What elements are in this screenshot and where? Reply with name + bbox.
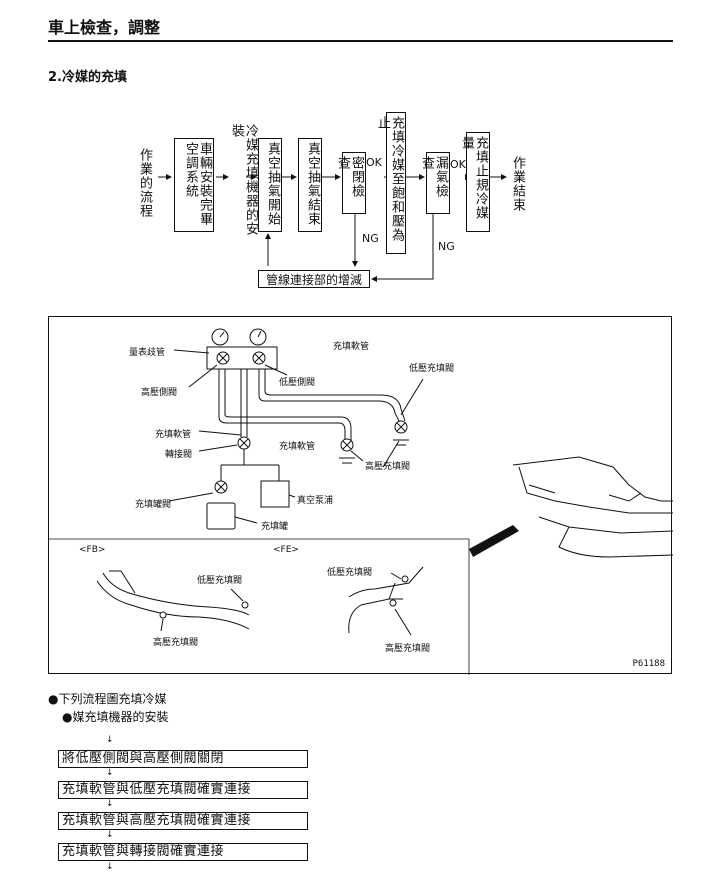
label-gauge-manifold: 量表歧管 (129, 348, 166, 358)
page-header: 車上檢查，調整 (48, 8, 673, 42)
arrow-down-icon: ↓ (106, 768, 114, 778)
procedure-step-3: 充填軟管與高壓充填閥確實連接 (58, 812, 308, 830)
arrow-down-icon: ↓ (106, 735, 114, 745)
procedure-step-4: 充填軟管與轉接閥確實連接 (58, 843, 308, 861)
flow-step-7: 漏氣檢查 (419, 152, 450, 214)
flow-step-1: 車輛安裝完畢空調系統 (174, 138, 214, 232)
figure-ref-code: P61188 (632, 659, 665, 669)
label-charge-hose-left: 充填軟管 (155, 430, 192, 440)
label-fe-high: 高壓充填閥 (385, 644, 431, 654)
note-bullet-2: ●媒充填機器的安裝 (62, 710, 169, 724)
flow-step-5: 密閉檢查 (335, 152, 366, 214)
flow-step-6: 充填冷媒至飽和壓為止 (375, 112, 406, 254)
label-vacuum-pump: 真空泵浦 (297, 496, 334, 506)
flow-step-8: 充填止規冷媒量 (459, 132, 490, 232)
flow-step-2: 冷媒充填機器的安裝 (229, 124, 258, 236)
label-charge-hose-top: 充填軟管 (333, 342, 370, 352)
work-flowchart: 作業的流程 車輛安裝完畢空調系統 冷媒充填機器的安裝 真空抽氣開始 真空抽氣結束… (0, 0, 717, 300)
label-fb-low: 低壓充填閥 (197, 576, 243, 586)
flow-step-3: 真空抽氣開始 (258, 138, 282, 232)
flow-ng-2: NG (438, 240, 455, 253)
label-high-side-valve: 高壓側閥 (141, 388, 178, 398)
flowchart-arrows (158, 174, 507, 282)
label-fb-tag: <FB> (79, 545, 106, 555)
label-high-charge-valve: 高壓充填閥 (365, 462, 411, 472)
flow-start: 作業的流程 (137, 148, 152, 218)
label-tank-valve: 充填罐閥 (135, 500, 172, 510)
page-title: 車上檢查，調整 (48, 18, 161, 37)
label-fe-low: 低壓充填閥 (327, 568, 373, 578)
diagram-illustration (49, 328, 673, 675)
label-charge-tank: 充填罐 (261, 522, 289, 532)
label-low-charge-valve: 低壓充填閥 (409, 364, 455, 374)
procedure-step-2: 充填軟管與低壓充填閥確實連接 (58, 781, 308, 799)
flow-loop-box: 管線連接部的增減 (258, 270, 370, 288)
flow-end: 作業結束 (510, 156, 525, 212)
label-adapter-valve: 轉接閥 (165, 450, 193, 460)
arrow-down-icon: ↓ (106, 799, 114, 809)
procedure-step-1: 將低壓側閥與高壓側閥關閉 (58, 750, 308, 768)
charging-equipment-diagram: 量表歧管 高壓側閥 低壓側閥 充填軟管 低壓充填閥 充填軟管 轉接閥 充填軟管 … (48, 316, 673, 675)
flow-ok-2: OK (450, 158, 466, 171)
flow-ok-1: OK (366, 156, 382, 169)
arrow-down-icon: ↓ (106, 830, 114, 840)
label-fb-high: 高壓充填閥 (153, 638, 199, 648)
section-title: 2.冷媒的充填 (48, 70, 127, 85)
label-low-side-valve: 低壓側閥 (279, 378, 316, 388)
note-bullet-1: ●下列流程圖充填冷媒 (48, 692, 167, 706)
label-fe-tag: <FE> (273, 545, 299, 555)
label-charge-hose-mid: 充填軟管 (279, 442, 316, 452)
flow-step-4: 真空抽氣結束 (298, 138, 322, 232)
flow-ng-1: NG (362, 232, 379, 245)
arrow-down-icon: ↓ (106, 862, 114, 872)
